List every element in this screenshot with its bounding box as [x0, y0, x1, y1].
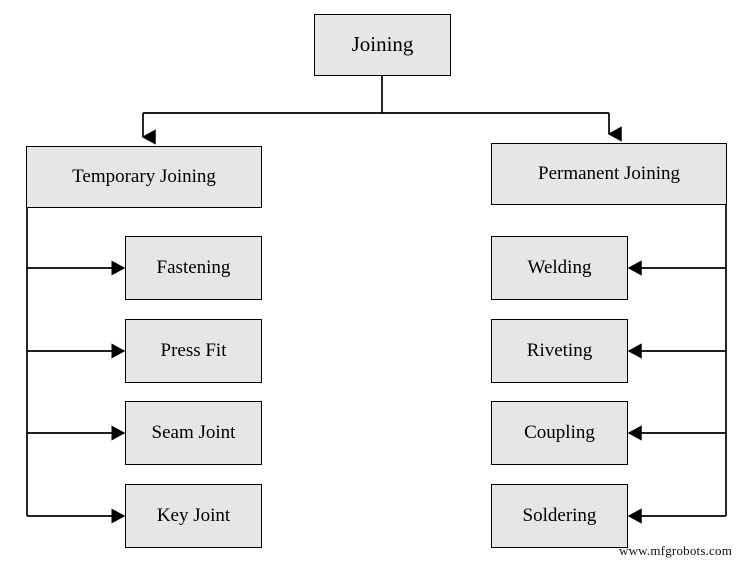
node-soldering[interactable]: Soldering — [491, 484, 628, 548]
node-key-joint[interactable]: Key Joint — [125, 484, 262, 548]
node-permanent-joining[interactable]: Permanent Joining — [491, 143, 727, 205]
node-welding[interactable]: Welding — [491, 236, 628, 300]
node-seam-joint[interactable]: Seam Joint — [125, 401, 262, 465]
watermark: www.mfgrobots.com — [619, 543, 733, 558]
node-joining[interactable]: Joining — [314, 14, 451, 76]
node-coupling[interactable]: Coupling — [491, 401, 628, 465]
node-press-fit[interactable]: Press Fit — [125, 319, 262, 383]
node-fastening[interactable]: Fastening — [125, 236, 262, 300]
node-riveting[interactable]: Riveting — [491, 319, 628, 383]
node-temporary-joining[interactable]: Temporary Joining — [26, 146, 262, 208]
